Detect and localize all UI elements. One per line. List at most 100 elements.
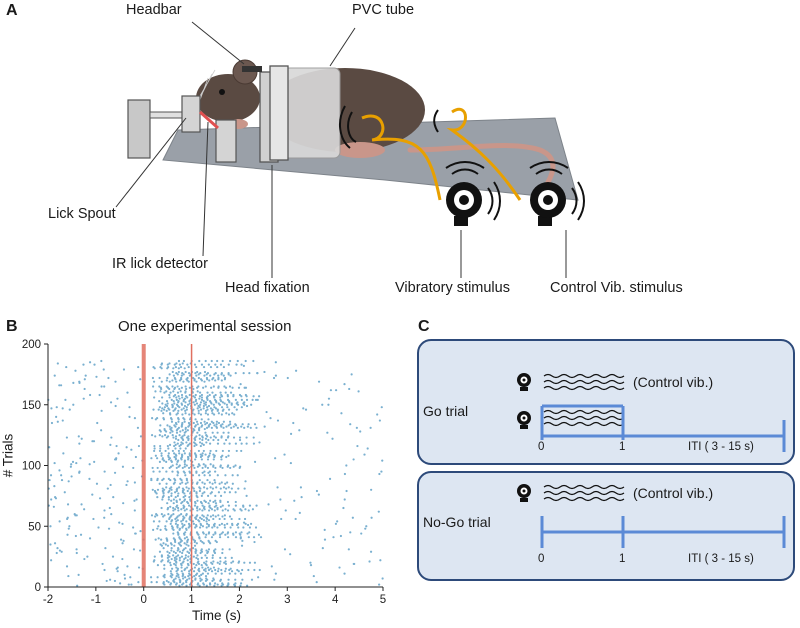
lick-point [111,555,115,558]
lick-point [172,506,175,510]
lick-point [168,443,172,446]
lick-point [78,470,81,473]
lick-point [188,393,191,397]
lick-point [230,561,233,564]
lick-point [182,548,186,551]
lick-point [152,528,155,531]
lick-point [177,576,180,579]
lick-point [175,372,178,375]
lick-point [240,544,244,547]
lick-point [88,361,92,364]
lick-point [171,379,174,382]
lick-point [243,401,246,404]
lick-point [212,560,215,563]
lick-point [159,386,162,389]
lick-point [194,398,198,401]
lick-point [193,500,197,504]
lick-point [217,567,220,570]
lick-point [240,442,243,445]
lick-point [92,440,96,443]
lick-point [169,564,172,567]
lick-point [158,434,161,437]
lick-point [294,517,297,521]
lick-point [188,572,191,575]
lick-point [154,454,157,457]
lick-point [231,482,234,485]
lick-point [172,537,175,540]
lick-point [234,582,237,585]
lick-point [222,431,225,434]
lick-point [173,477,176,480]
lick-point [176,487,179,490]
lick-point [96,421,99,425]
lick-point [234,372,237,375]
nogo-trial-box [417,471,795,581]
lick-point [196,514,199,517]
lick-point [154,538,157,541]
lick-point [132,526,135,529]
lick-point [201,471,204,474]
lick-point [151,466,154,470]
lick-point [162,408,166,411]
lick-point [178,464,181,467]
lick-point [225,455,228,459]
lick-point [240,398,243,401]
ir-beam [199,110,219,130]
lick-point [224,567,227,570]
lick-point [216,431,219,434]
lick-point [246,584,249,587]
lick-point [226,531,230,534]
lick-point [201,514,204,517]
lick-point [221,466,224,470]
lick-point [298,511,301,514]
lick-point [175,566,178,569]
lick-point [187,466,191,470]
lick-point [109,401,113,404]
lick-point [168,412,172,415]
lick-point [176,470,179,473]
lick-point [378,419,381,422]
lick-point [159,543,162,546]
lick-point [204,409,208,412]
lick-point [50,421,54,425]
lick-point [65,365,68,369]
lick-point [187,372,191,375]
lick-point [212,517,215,521]
lick-point [78,442,81,445]
lick-point [203,374,206,377]
lick-point [167,454,170,457]
lick-point [199,522,202,525]
lick-point [70,463,73,466]
lick-point [245,398,249,401]
lick-point [208,379,211,382]
lick-point [103,568,106,572]
lick-point [230,487,233,490]
lick-point [286,376,289,380]
lick-point [174,421,178,425]
lick-point [196,554,199,557]
label-pvc-tube: PVC tube [352,2,415,18]
lick-point [182,380,185,383]
lick-point [177,486,181,489]
lick-point [82,397,85,400]
lick-point [336,520,339,523]
lick-point [177,492,180,495]
lick-point [203,482,206,485]
lick-point [217,402,220,405]
lick-point [229,526,232,529]
lick-point [169,582,173,585]
lick-point [165,537,168,540]
lick-point [152,470,155,473]
lick-point [242,526,245,529]
stimulus-onset-line [141,344,146,587]
lick-point [176,567,180,570]
lick-point [228,515,232,518]
lick-point [289,432,293,436]
lick-point [167,495,170,499]
lick-point [212,385,215,388]
lick-point [165,470,168,473]
lick-point [188,442,192,445]
lick-point [204,464,207,467]
lick-point [184,547,187,550]
lick-point [256,398,259,401]
